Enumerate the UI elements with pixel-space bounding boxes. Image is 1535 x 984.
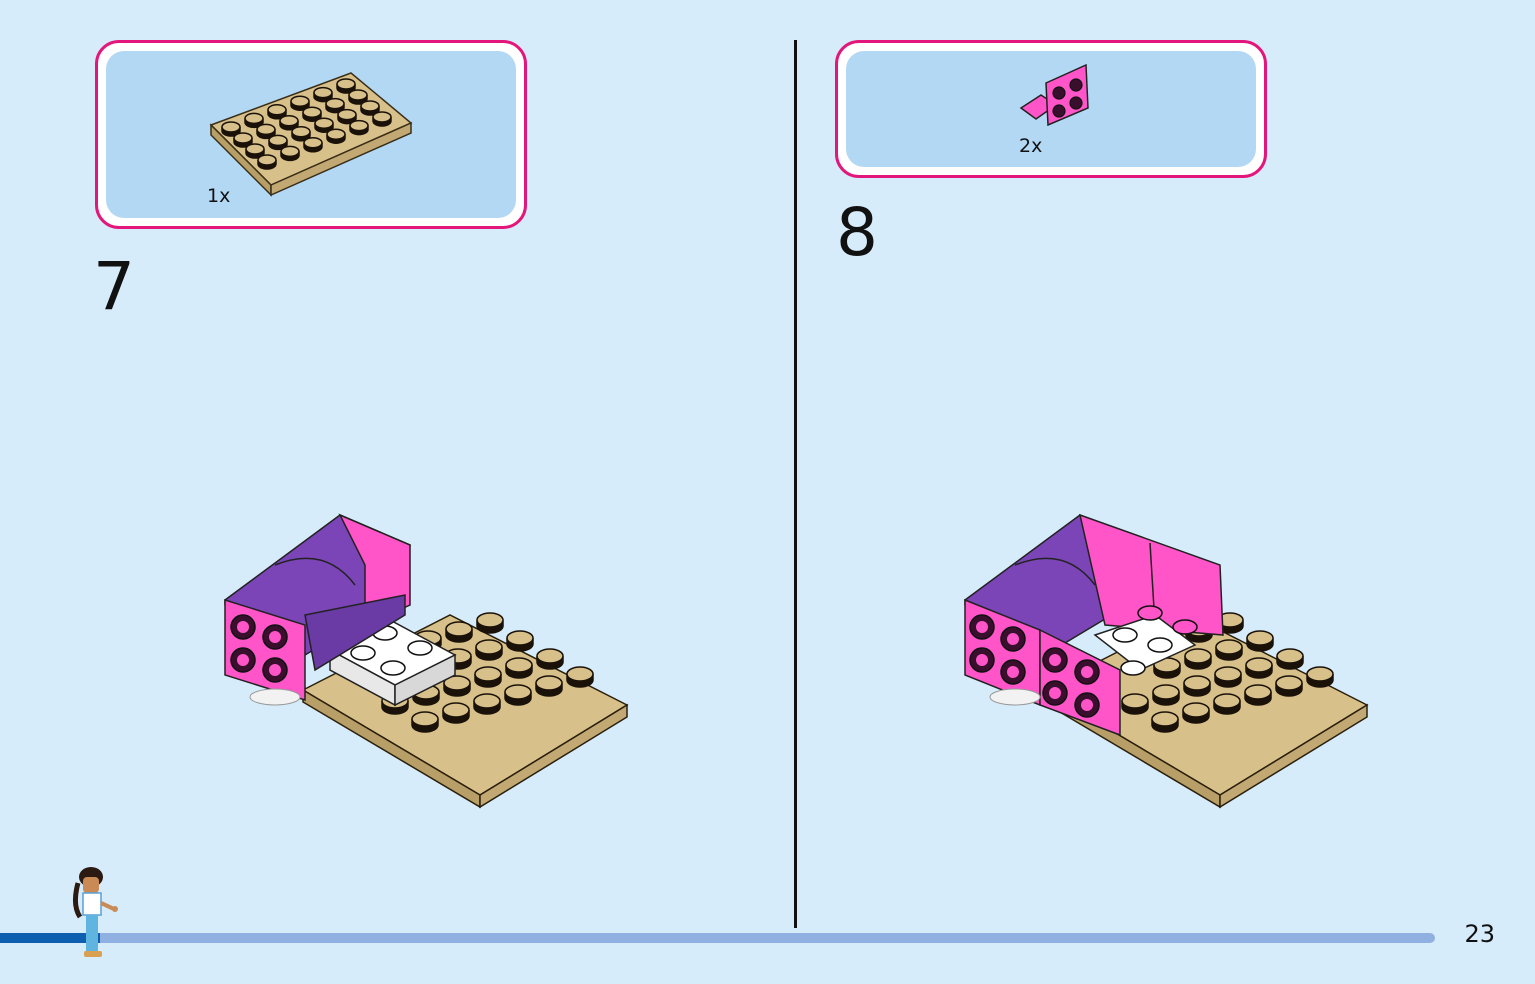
sofa-model-step7-icon — [224, 513, 629, 809]
stud-top — [314, 117, 334, 129]
stud-top — [349, 119, 369, 132]
stud-top — [1275, 675, 1303, 691]
stud-top — [1246, 630, 1274, 646]
stud-top — [290, 95, 310, 107]
pink-bracket-icon — [1019, 63, 1089, 127]
step-7-parts-callout: 1x — [95, 40, 527, 229]
stud-top — [267, 104, 287, 116]
stud-top — [1183, 675, 1211, 691]
stud-top — [473, 693, 501, 709]
stud-top — [313, 86, 333, 99]
stud-top — [326, 128, 346, 140]
page-number: 23 — [1464, 920, 1495, 948]
stud-top — [325, 97, 345, 110]
step-7-parts-panel: 1x — [106, 51, 516, 218]
step-7-number: 7 — [93, 248, 135, 325]
stud-top — [474, 666, 502, 682]
stud-top — [303, 137, 323, 149]
minifigure-icon — [72, 867, 118, 957]
stud-top — [1214, 666, 1242, 682]
stud-top — [268, 134, 288, 147]
sofa-model-step8-icon — [964, 513, 1369, 809]
stud-top — [476, 612, 504, 628]
stud-top — [1306, 666, 1334, 682]
progress-bar — [0, 933, 1435, 943]
stud-top — [411, 711, 439, 727]
stud-top — [566, 666, 594, 682]
stud-top — [1213, 693, 1241, 709]
stud-top — [1215, 639, 1243, 655]
step-8-part-quantity: 2x — [1019, 135, 1043, 157]
stud-top — [257, 154, 277, 166]
stud-top — [360, 100, 380, 112]
stud-top — [1151, 711, 1179, 727]
stud-top — [443, 675, 471, 691]
step-8-parts-callout: 2x — [835, 40, 1267, 178]
stud-top — [245, 143, 265, 155]
stud-top — [1152, 684, 1180, 700]
step-8-number: 8 — [836, 194, 878, 271]
stud-top — [535, 675, 563, 691]
stud-top — [442, 702, 470, 718]
stud-top — [244, 112, 264, 125]
stud-top — [221, 121, 241, 133]
stud-top — [336, 78, 356, 90]
stud-top — [1121, 693, 1149, 709]
stud-top — [1276, 648, 1304, 664]
stud-top — [256, 123, 276, 136]
stud-top — [348, 89, 368, 101]
step-8-parts-panel: 2x — [846, 51, 1256, 167]
progress-bar-fill — [0, 933, 101, 943]
stud-top — [504, 684, 532, 700]
stud-top — [1182, 702, 1210, 718]
stud-top — [291, 126, 311, 138]
stud-top — [445, 621, 473, 637]
stud-top — [1244, 684, 1272, 700]
stud-top — [372, 111, 392, 123]
stud-top — [233, 132, 253, 144]
stud-top — [536, 648, 564, 664]
tan-plate-icon — [209, 72, 413, 197]
page-divider — [794, 40, 797, 928]
stud-top — [1245, 657, 1273, 673]
step-7-part-quantity: 1x — [207, 185, 231, 207]
stud-top — [302, 106, 322, 118]
stud-top — [280, 145, 300, 158]
stud-top — [505, 657, 533, 673]
stud-top — [337, 108, 357, 121]
stud-top — [475, 639, 503, 655]
stud-top — [1184, 648, 1212, 664]
stud-top — [506, 630, 534, 646]
stud-top — [279, 115, 299, 127]
